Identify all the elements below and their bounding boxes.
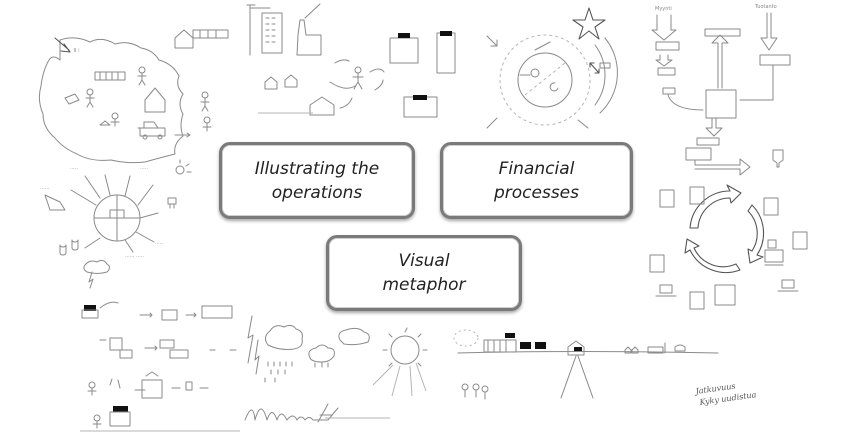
circle-process-sketch (487, 8, 617, 128)
financial-cycle-sketch (650, 185, 807, 309)
svg-text:·····: ····· (155, 241, 163, 247)
service-cloud-sketch: Ⅱ ⁞ (39, 30, 228, 163)
operations-label: Illustrating the operations (254, 158, 380, 203)
flowchart-sketch: Myynti Tuotanto (652, 4, 790, 175)
svg-text:Tuotanto: Tuotanto (754, 4, 777, 10)
svg-text:······ ·····: ······ ····· (125, 254, 144, 260)
city-operations-sketch (247, 4, 455, 117)
svg-text:Ⅱ ⁞: Ⅱ ⁞ (74, 48, 80, 54)
landscape-sketch: Jatkuvuus Kyky uudistua (454, 330, 757, 407)
svg-text:······: ······ (40, 186, 50, 192)
financial-processes-label: Financial processes (493, 158, 580, 203)
mindmap-sketch: ····· ······ ····· ····· ······ ····· (40, 160, 191, 288)
weather-sketch (245, 316, 427, 422)
visual-metaphor-label-box: Visual metaphor (326, 235, 522, 311)
visual-metaphor-label: Visual metaphor (382, 251, 466, 295)
svg-text:Myynti: Myynti (655, 6, 672, 12)
svg-text:·····: ····· (70, 166, 78, 172)
financial-processes-label-box: Financial processes (440, 142, 633, 219)
process-chain-sketch (80, 302, 240, 431)
operations-label-box: Illustrating the operations (219, 142, 415, 219)
svg-text:·····: ····· (140, 166, 148, 172)
